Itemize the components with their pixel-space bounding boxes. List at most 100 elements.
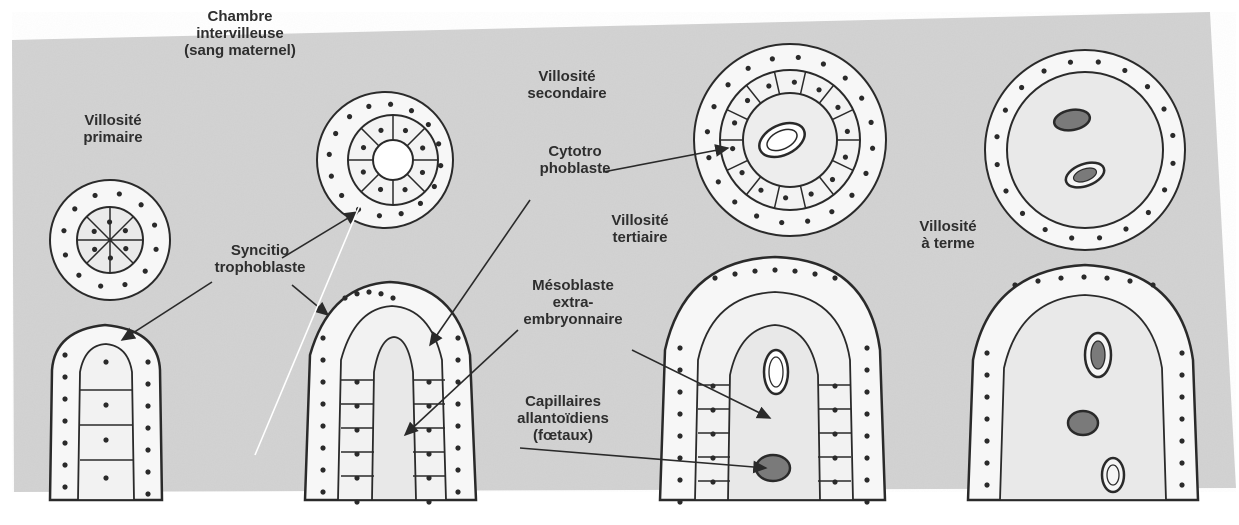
nucleus-dot bbox=[732, 199, 737, 204]
nucleus-dot bbox=[62, 484, 67, 489]
nucleus-dot bbox=[739, 170, 744, 175]
nucleus-dot bbox=[984, 416, 989, 421]
nucleus-dot bbox=[320, 379, 325, 384]
nucleus-dot bbox=[436, 141, 441, 146]
nucleus-dot bbox=[746, 66, 751, 71]
nucleus-dot bbox=[843, 75, 848, 80]
nucleus-dot bbox=[1096, 59, 1101, 64]
nucleus-dot bbox=[145, 403, 150, 408]
nucleus-dot bbox=[830, 177, 835, 182]
nucleus-dot bbox=[354, 499, 359, 504]
nucleus-dot bbox=[1122, 68, 1127, 73]
nucleus-dot bbox=[843, 155, 848, 160]
nucleus-dot bbox=[710, 431, 715, 436]
nucleus-dot bbox=[1179, 438, 1184, 443]
nucleus-dot bbox=[145, 469, 150, 474]
nucleus-dot bbox=[455, 467, 460, 472]
label-villosite-primaire: Villosité primaire bbox=[58, 112, 168, 146]
nucleus-dot bbox=[812, 271, 817, 276]
nucleus-dot bbox=[732, 271, 737, 276]
nucleus-dot bbox=[677, 477, 682, 482]
nucleus-dot bbox=[378, 187, 383, 192]
nucleus-dot bbox=[145, 381, 150, 386]
nucleus-dot bbox=[152, 222, 157, 227]
nucleus-dot bbox=[426, 427, 431, 432]
nucleus-dot bbox=[333, 131, 338, 136]
nucleus-dot bbox=[1019, 85, 1024, 90]
nucleus-dot bbox=[426, 475, 431, 480]
nucleus-dot bbox=[770, 56, 775, 61]
nucleus-dot bbox=[403, 128, 408, 133]
nucleus-dot bbox=[1170, 133, 1175, 138]
nucleus-dot bbox=[984, 350, 989, 355]
nucleus-dot bbox=[1179, 372, 1184, 377]
nucleus-dot bbox=[426, 122, 431, 127]
nucleus-dot bbox=[792, 268, 797, 273]
nucleus-dot bbox=[816, 87, 821, 92]
nucleus-dot bbox=[1058, 275, 1063, 280]
nucleus-dot bbox=[1003, 108, 1008, 113]
nucleus-dot bbox=[418, 201, 423, 206]
nucleus-dot bbox=[342, 295, 347, 300]
nucleus-dot bbox=[677, 455, 682, 460]
nucleus-dot bbox=[347, 114, 352, 119]
nucleus-dot bbox=[98, 283, 103, 288]
nucleus-dot bbox=[377, 213, 382, 218]
nucleus-dot bbox=[779, 220, 784, 225]
nucleus-dot bbox=[432, 184, 437, 189]
nucleus-dot bbox=[1068, 60, 1073, 65]
nucleus-dot bbox=[354, 291, 359, 296]
nucleus-dot bbox=[320, 335, 325, 340]
nucleus-dot bbox=[716, 179, 721, 184]
nucleus-dot bbox=[354, 475, 359, 480]
nucleus-dot bbox=[994, 134, 999, 139]
label-chambre-intervilleuse: Chambre intervilleuse (sang maternel) bbox=[150, 8, 330, 59]
nucleus-dot bbox=[455, 357, 460, 362]
term-villus-cross-section bbox=[985, 50, 1185, 250]
nucleus-dot bbox=[361, 169, 366, 174]
nucleus-dot bbox=[145, 447, 150, 452]
nucleus-dot bbox=[103, 359, 108, 364]
nucleus-dot bbox=[829, 209, 834, 214]
nucleus-dot bbox=[366, 289, 371, 294]
nucleus-dot bbox=[455, 423, 460, 428]
nucleus-dot bbox=[103, 437, 108, 442]
nucleus-dot bbox=[677, 345, 682, 350]
nucleus-dot bbox=[706, 155, 711, 160]
nucleus-dot bbox=[725, 82, 730, 87]
nucleus-dot bbox=[409, 108, 414, 113]
nucleus-dot bbox=[402, 187, 407, 192]
nucleus-dot bbox=[153, 247, 158, 252]
nucleus-dot bbox=[63, 252, 68, 257]
nucleus-dot bbox=[92, 229, 97, 234]
nucleus-dot bbox=[62, 374, 67, 379]
nucleus-dot bbox=[984, 394, 989, 399]
nucleus-dot bbox=[320, 401, 325, 406]
nucleus-dot bbox=[835, 105, 840, 110]
nucleus-dot bbox=[984, 372, 989, 377]
nucleus-dot bbox=[864, 433, 869, 438]
nucleus-dot bbox=[1020, 211, 1025, 216]
nucleus-dot bbox=[92, 193, 97, 198]
nucleus-dot bbox=[758, 188, 763, 193]
nucleus-dot bbox=[455, 401, 460, 406]
nucleus-dot bbox=[1146, 210, 1151, 215]
nucleus-dot bbox=[117, 191, 122, 196]
nucleus-dot bbox=[859, 96, 864, 101]
nucleus-dot bbox=[1081, 274, 1086, 279]
nucleus-dot bbox=[1012, 282, 1017, 287]
nucleus-dot bbox=[62, 440, 67, 445]
nucleus-dot bbox=[438, 163, 443, 168]
nucleus-dot bbox=[1170, 161, 1175, 166]
nucleus-dot bbox=[122, 282, 127, 287]
nucleus-dot bbox=[1069, 235, 1074, 240]
label-villosite-terme: Villosité à terme bbox=[893, 218, 1003, 252]
nucleus-dot bbox=[984, 482, 989, 487]
primary-villus-cross-section bbox=[50, 180, 170, 300]
nucleus-dot bbox=[1127, 278, 1132, 283]
nucleus-dot bbox=[863, 171, 868, 176]
nucleus-dot bbox=[712, 275, 717, 280]
nucleus-dot bbox=[145, 425, 150, 430]
nucleus-dot bbox=[1145, 84, 1150, 89]
